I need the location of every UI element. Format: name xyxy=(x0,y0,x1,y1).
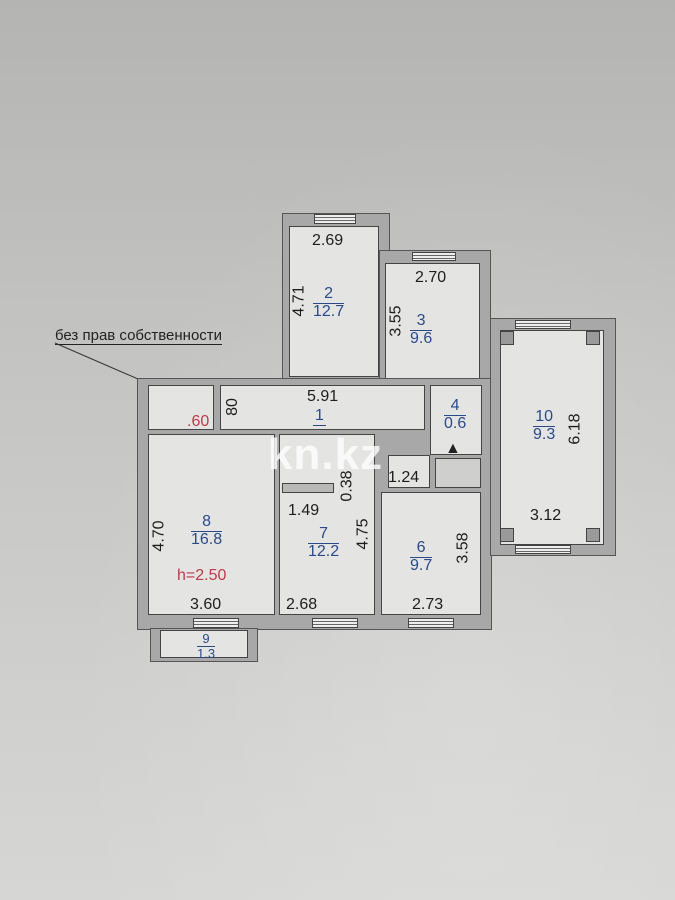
window-room-6 xyxy=(408,618,454,628)
room-3-length: 3.55 xyxy=(387,305,405,337)
room-10 xyxy=(500,330,604,545)
room-6-width: 2.73 xyxy=(412,596,444,613)
ceiling-height: h=2.50 xyxy=(177,567,227,584)
room-1-width: 80 xyxy=(223,398,241,416)
room-1-label: 1 xyxy=(313,407,326,426)
room-2 xyxy=(289,226,379,377)
room-7 xyxy=(279,434,375,615)
window-room-7 xyxy=(312,618,358,628)
room-4 xyxy=(430,385,482,455)
room-7-closet xyxy=(282,483,334,493)
room-7-closet-width: 1.49 xyxy=(288,502,320,519)
pillar xyxy=(500,528,514,542)
room-1-niche xyxy=(388,455,430,488)
room-4-dim: 1.24 xyxy=(388,469,420,486)
pillar xyxy=(586,528,600,542)
room-10-length: 6.18 xyxy=(566,413,584,445)
room-10-width: 3.12 xyxy=(530,507,562,524)
watermark: kn.kz xyxy=(268,430,384,479)
room-4-label: 4 0.6 xyxy=(444,397,467,432)
pillar xyxy=(500,331,514,345)
room-2-width: 2.69 xyxy=(312,232,344,249)
room-1-length: 5.91 xyxy=(307,388,339,405)
room-2-label: 2 12.7 xyxy=(313,285,345,320)
room-9 xyxy=(160,630,248,658)
window-room-10-top xyxy=(515,320,571,329)
window-room-8 xyxy=(193,618,239,628)
room-8-length: 4.70 xyxy=(150,520,168,552)
room-6 xyxy=(381,492,481,615)
room-7-width: 2.68 xyxy=(286,596,318,613)
room-6-label: 6 9.7 xyxy=(410,539,433,574)
window-room-2 xyxy=(314,214,356,224)
window-room-3 xyxy=(412,252,456,261)
room-3-width: 2.70 xyxy=(415,269,447,286)
unowned-area-dim: .60 xyxy=(187,413,210,430)
room-8-label: 8 16.8 xyxy=(191,513,223,548)
unowned-area xyxy=(148,385,214,430)
room-8-width: 3.60 xyxy=(190,596,222,613)
window-room-10-bottom xyxy=(515,545,571,554)
room-7-label: 7 12.2 xyxy=(308,525,340,560)
room-2-length: 4.71 xyxy=(290,285,308,317)
room-3-label: 3 9.6 xyxy=(410,312,433,347)
toilet-icon: ▲ xyxy=(445,440,461,457)
room-10-label: 10 9.3 xyxy=(533,408,556,443)
room-7-length: 4.75 xyxy=(354,518,372,550)
room-1-corridor xyxy=(220,385,425,430)
bath-fixture xyxy=(435,458,481,488)
room-9-label: 9 1.3 xyxy=(197,631,216,661)
pillar xyxy=(586,331,600,345)
room-6-length: 3.58 xyxy=(454,532,472,564)
room-8 xyxy=(148,434,275,615)
ownership-note: без прав собственности xyxy=(55,327,223,345)
